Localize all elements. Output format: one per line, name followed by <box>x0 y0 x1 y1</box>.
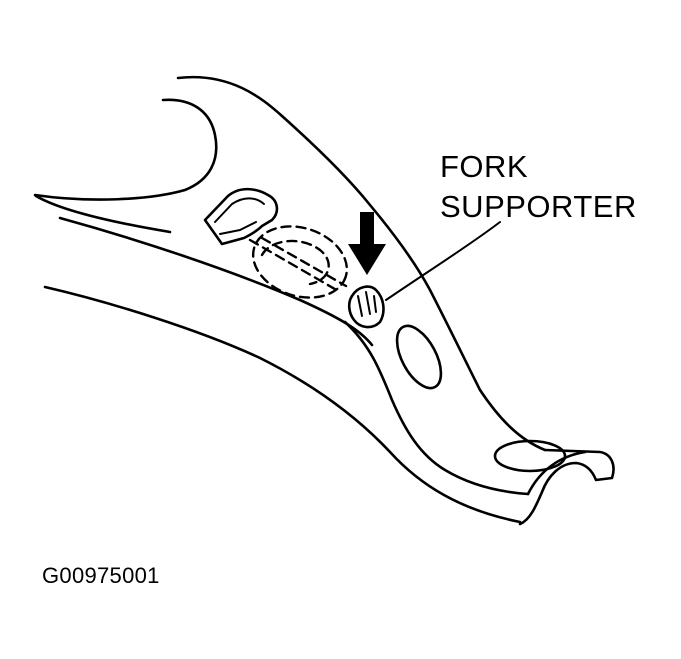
slot-opening <box>395 324 443 390</box>
fork-supporter-part-detail <box>357 291 377 317</box>
retaining-clip-inner <box>214 197 265 235</box>
figure-id-label: G00975001 <box>42 563 160 588</box>
fork-arm-left-edge <box>34 194 172 234</box>
fork-arm-inner-curve <box>33 98 218 201</box>
pivot-ball-hidden <box>251 225 349 299</box>
pivot-hole <box>493 439 567 473</box>
pivot-ball-hidden-inner <box>260 239 330 286</box>
callout-label-line1: FORK <box>440 149 529 184</box>
callout-label-line2: SUPPORTER <box>440 189 637 224</box>
fork-arm-body <box>35 77 612 526</box>
fork-arm-lower-ridge <box>343 320 530 496</box>
retaining-clip <box>203 187 279 246</box>
down-arrow-icon <box>348 212 386 275</box>
fork-supporter-part <box>347 285 385 329</box>
fork-arm-top-edge <box>176 75 547 452</box>
channel-inner <box>526 450 587 496</box>
channel-end <box>518 448 615 526</box>
pivot-ball-connector <box>248 236 348 294</box>
fork-arm-bottom-edge <box>43 285 522 524</box>
callout-leader-line <box>385 221 501 301</box>
fork-arm-center-line <box>58 216 374 347</box>
